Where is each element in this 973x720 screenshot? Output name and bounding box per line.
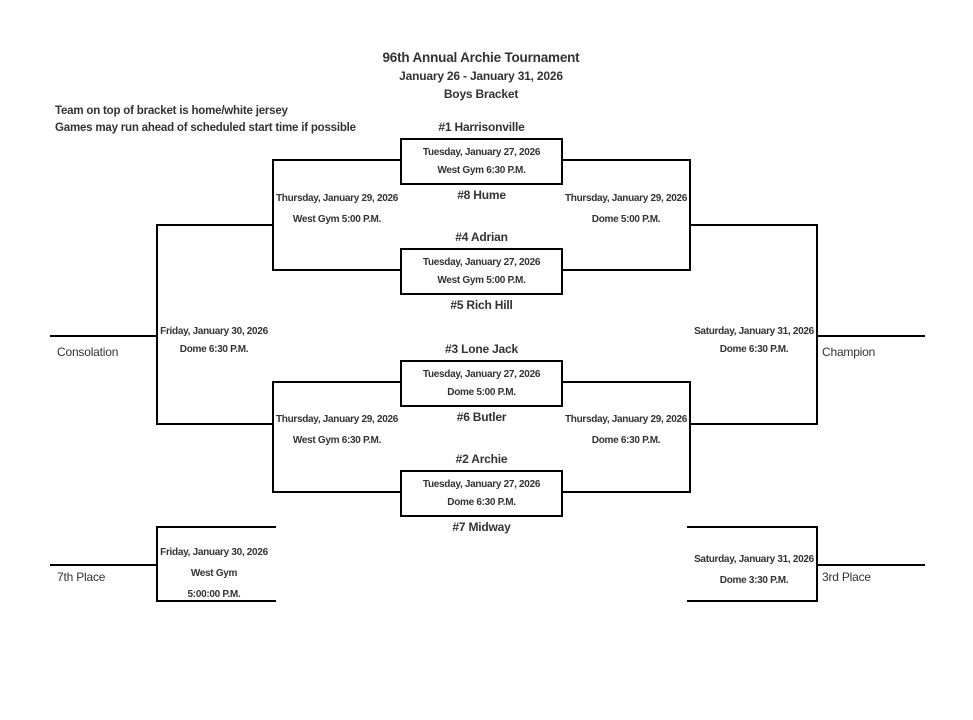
connector-line bbox=[816, 335, 925, 337]
connector-line bbox=[272, 159, 402, 161]
game-venue: West Gym bbox=[190, 568, 238, 579]
connector-line bbox=[687, 526, 818, 528]
game-box: Tuesday, January 27, 2026 Dome 6:30 P.M. bbox=[400, 470, 563, 517]
game-venue-time: West Gym 5:00 P.M. bbox=[437, 275, 526, 287]
connector-line bbox=[272, 381, 274, 493]
team-slot: #3 Lone Jack bbox=[400, 342, 563, 356]
note-start-time: Games may run ahead of scheduled start t… bbox=[55, 122, 356, 134]
semifinal-info-right-bottom: Thursday, January 29, 2026 Dome 6:30 P.M… bbox=[563, 413, 689, 447]
connector-line bbox=[561, 491, 691, 493]
game-venue-time: Dome 5:00 P.M. bbox=[447, 387, 516, 399]
game-date: Friday, January 30, 2026 bbox=[160, 547, 268, 558]
game-date: Saturday, January 31, 2026 bbox=[694, 554, 814, 565]
connector-line bbox=[156, 526, 276, 528]
team-name-bottom: #5 Rich Hill bbox=[450, 298, 513, 312]
bracket-label: Boys Bracket bbox=[443, 87, 519, 101]
seventh-place-game-info: Friday, January 30, 2026 West Gym 5:00:0… bbox=[158, 546, 270, 601]
connector-line bbox=[272, 381, 402, 383]
champion-label: Champion bbox=[822, 345, 876, 359]
game-venue-time: Dome 6:30 P.M. bbox=[719, 344, 789, 355]
team-name-top: #3 Lone Jack bbox=[445, 342, 518, 356]
game-date: Thursday, January 29, 2026 bbox=[564, 414, 688, 425]
team-name-bottom: #7 Midway bbox=[452, 520, 511, 534]
game-venue-time: Dome 5:00 P.M. bbox=[591, 214, 661, 225]
connector-line bbox=[561, 381, 691, 383]
connector-line bbox=[272, 269, 402, 271]
game-venue-time: West Gym 6:30 P.M. bbox=[437, 165, 526, 177]
connector-line bbox=[689, 159, 691, 271]
connector-line bbox=[156, 423, 274, 425]
game-time: 5:00:00 P.M. bbox=[187, 589, 241, 600]
team-name-top: #1 Harrisonville bbox=[438, 120, 525, 134]
connector-line bbox=[156, 224, 158, 425]
game-date: Saturday, January 31, 2026 bbox=[694, 326, 814, 337]
consolation-game-info: Friday, January 30, 2026 Dome 6:30 P.M. bbox=[158, 325, 270, 356]
game-venue-time: Dome 6:30 P.M. bbox=[447, 497, 516, 509]
connector-line bbox=[156, 224, 274, 226]
team-slot: #6 Butler bbox=[400, 410, 563, 424]
connector-line bbox=[816, 564, 925, 566]
team-name-bottom: #6 Butler bbox=[456, 410, 507, 424]
team-slot: #2 Archie bbox=[400, 452, 563, 466]
connector-line bbox=[689, 381, 691, 493]
game-date: Thursday, January 29, 2026 bbox=[275, 414, 399, 425]
connector-line bbox=[272, 159, 274, 271]
semifinal-info-right-top: Thursday, January 29, 2026 Dome 5:00 P.M… bbox=[563, 192, 689, 226]
connector-line bbox=[156, 600, 276, 602]
game-date: Friday, January 30, 2026 bbox=[160, 326, 268, 337]
connector-line bbox=[50, 564, 158, 566]
connector-line bbox=[561, 269, 691, 271]
semifinal-info-left-top: Thursday, January 29, 2026 West Gym 5:00… bbox=[274, 192, 400, 226]
note-home-jersey: Team on top of bracket is home/white jer… bbox=[55, 105, 288, 117]
game-date: Thursday, January 29, 2026 bbox=[564, 193, 688, 204]
tournament-dates: January 26 - January 31, 2026 bbox=[399, 69, 563, 83]
connector-line bbox=[689, 423, 818, 425]
connector-line bbox=[272, 491, 402, 493]
game-box: Tuesday, January 27, 2026 West Gym 5:00 … bbox=[400, 248, 563, 295]
game-date: Thursday, January 29, 2026 bbox=[275, 193, 399, 204]
game-date: Tuesday, January 27, 2026 bbox=[422, 368, 541, 380]
header: 96th Annual Archie Tournament bbox=[281, 50, 681, 65]
consolation-label: Consolation bbox=[57, 345, 119, 359]
team-name-top: #4 Adrian bbox=[455, 230, 508, 244]
game-venue-time: West Gym 6:30 P.M. bbox=[292, 435, 382, 446]
connector-line bbox=[561, 159, 691, 161]
game-date: Tuesday, January 27, 2026 bbox=[422, 478, 541, 490]
game-venue-time: Dome 3:30 P.M. bbox=[719, 575, 789, 586]
team-name-bottom: #8 Hume bbox=[457, 188, 506, 202]
tournament-title: 96th Annual Archie Tournament bbox=[382, 50, 580, 65]
game-box: Tuesday, January 27, 2026 West Gym 6:30 … bbox=[400, 138, 563, 185]
team-slot: #1 Harrisonville bbox=[400, 120, 563, 134]
connector-line bbox=[687, 600, 818, 602]
seventh-place-label: 7th Place bbox=[57, 570, 106, 584]
team-slot: #7 Midway bbox=[400, 520, 563, 534]
semifinal-info-left-bottom: Thursday, January 29, 2026 West Gym 6:30… bbox=[274, 413, 400, 447]
connector-line bbox=[50, 335, 158, 337]
game-date: Tuesday, January 27, 2026 bbox=[422, 146, 541, 158]
game-venue-time: West Gym 5:00 P.M. bbox=[292, 214, 382, 225]
game-date: Tuesday, January 27, 2026 bbox=[422, 256, 541, 268]
team-slot: #8 Hume bbox=[400, 188, 563, 202]
header-bracket-row: Boys Bracket bbox=[281, 87, 681, 101]
championship-game-info: Saturday, January 31, 2026 Dome 6:30 P.M… bbox=[692, 325, 816, 356]
team-slot: #5 Rich Hill bbox=[400, 298, 563, 312]
header-dates-row: January 26 - January 31, 2026 bbox=[281, 69, 681, 83]
team-slot: #4 Adrian bbox=[400, 230, 563, 244]
game-venue-time: Dome 6:30 P.M. bbox=[591, 435, 661, 446]
connector-line bbox=[689, 224, 818, 226]
third-place-label: 3rd Place bbox=[822, 570, 871, 584]
game-venue-time: Dome 6:30 P.M. bbox=[179, 344, 249, 355]
connector-line bbox=[816, 224, 818, 425]
team-name-top: #2 Archie bbox=[455, 452, 508, 466]
game-box: Tuesday, January 27, 2026 Dome 5:00 P.M. bbox=[400, 360, 563, 407]
third-place-game-info: Saturday, January 31, 2026 Dome 3:30 P.M… bbox=[692, 553, 816, 587]
